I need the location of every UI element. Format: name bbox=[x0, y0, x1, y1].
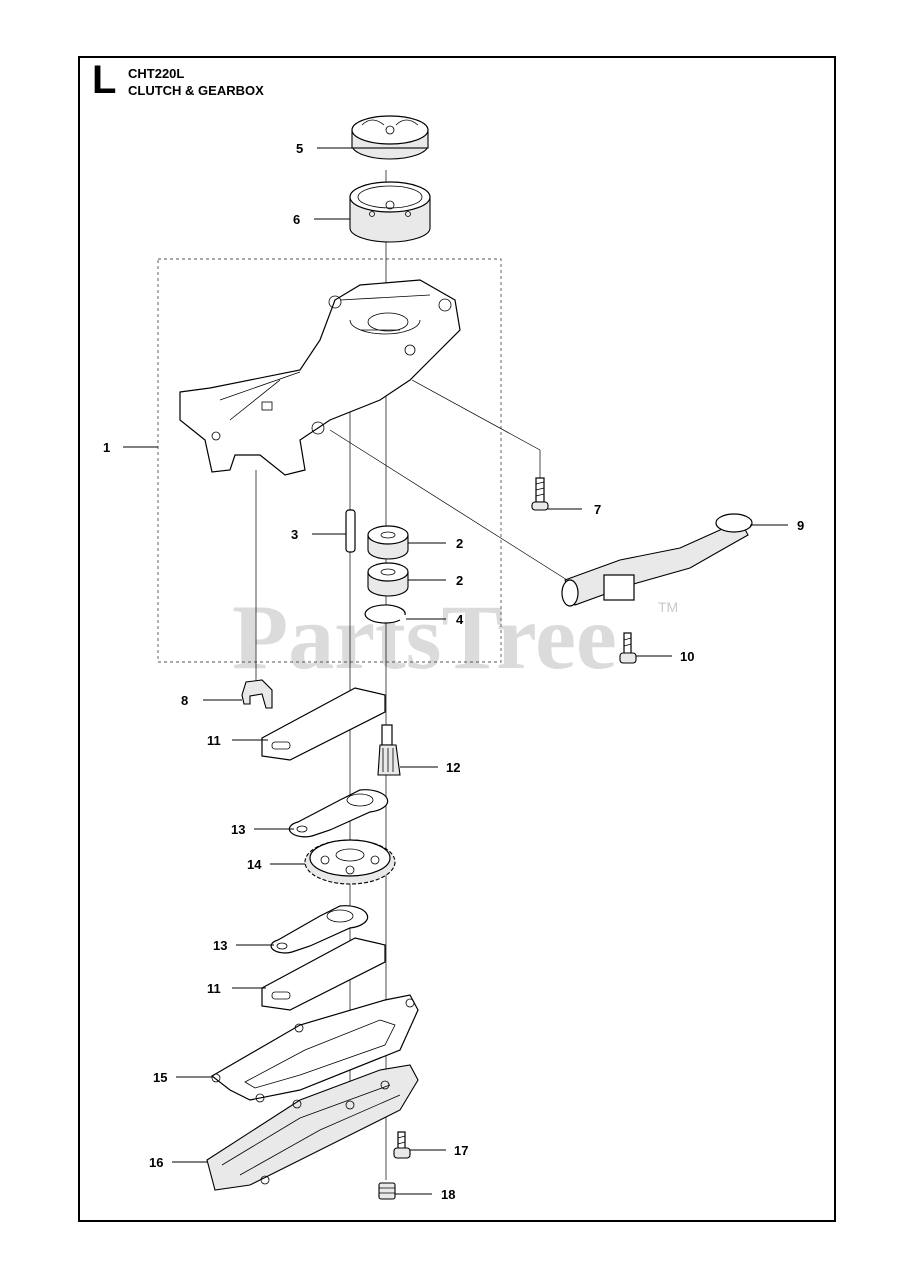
callout-11a: 11 bbox=[207, 733, 221, 748]
callout-4: 4 bbox=[456, 612, 464, 627]
callout-9: 9 bbox=[797, 518, 804, 533]
callout-16: 16 bbox=[149, 1155, 163, 1170]
clutch-drum-part bbox=[349, 181, 431, 243]
screw-17-part bbox=[393, 1131, 411, 1159]
callout-11b: 11 bbox=[207, 981, 221, 996]
cover-plate-part bbox=[206, 1064, 419, 1191]
nut-18-part bbox=[378, 1182, 396, 1200]
pinion-part bbox=[377, 724, 401, 776]
shim-upper-part bbox=[261, 687, 386, 761]
model-name: CHT220L bbox=[128, 66, 185, 81]
section-title: CLUTCH & GEARBOX bbox=[128, 83, 264, 98]
assembly-dashed-box bbox=[157, 258, 502, 663]
callout-5: 5 bbox=[296, 141, 303, 156]
callout-13b: 13 bbox=[213, 938, 227, 953]
callout-1: 1 bbox=[103, 440, 110, 455]
bearing-upper-part bbox=[367, 525, 409, 560]
callout-12: 12 bbox=[446, 760, 460, 775]
callout-7: 7 bbox=[594, 502, 601, 517]
pin-part bbox=[345, 509, 356, 553]
watermark: PartsTree bbox=[232, 586, 617, 688]
clutch-part bbox=[351, 115, 429, 160]
callout-2a: 2 bbox=[456, 536, 463, 551]
callout-3: 3 bbox=[291, 527, 298, 542]
callout-8: 8 bbox=[181, 693, 188, 708]
callout-13a: 13 bbox=[231, 822, 245, 837]
watermark-tm: TM bbox=[658, 599, 678, 615]
screw-axis-line-7 bbox=[411, 379, 541, 451]
callout-17: 17 bbox=[454, 1143, 468, 1158]
section-letter: L bbox=[92, 58, 117, 102]
gear-housing-part bbox=[179, 279, 461, 476]
connecting-rod-lower-part bbox=[270, 905, 369, 954]
callout-2b: 2 bbox=[456, 573, 463, 588]
callout-18: 18 bbox=[441, 1187, 455, 1202]
callout-15: 15 bbox=[153, 1070, 167, 1085]
bracket-part bbox=[241, 679, 273, 709]
callout-14: 14 bbox=[247, 857, 262, 872]
callout-10: 10 bbox=[680, 649, 694, 664]
diagram-frame bbox=[78, 56, 836, 1222]
tube-axis-line bbox=[329, 429, 576, 586]
handle-tube-part bbox=[561, 513, 753, 607]
screw-10-part bbox=[619, 632, 637, 664]
shim-lower-part bbox=[261, 937, 386, 1011]
screw-7-part bbox=[531, 477, 549, 511]
callout-6: 6 bbox=[293, 212, 300, 227]
circlip-part bbox=[364, 604, 406, 624]
bearing-lower-part bbox=[367, 562, 409, 597]
gasket-part bbox=[210, 994, 419, 1103]
connecting-rod-upper-part bbox=[288, 789, 389, 838]
gear-part bbox=[304, 839, 396, 885]
